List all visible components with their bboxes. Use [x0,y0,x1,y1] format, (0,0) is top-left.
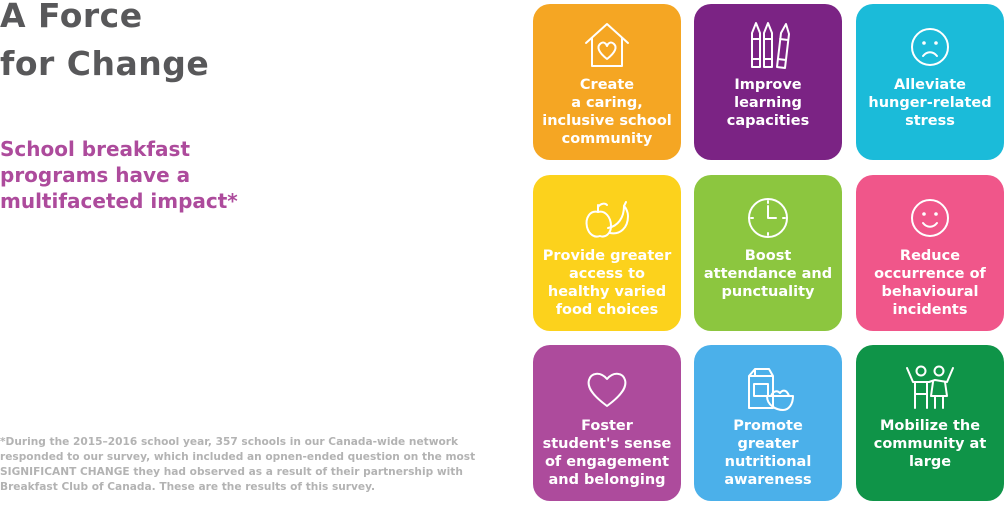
tile-label: Foster student's sense of engagement and… [542,418,672,488]
page-title: A Force for Change [0,0,209,88]
sad-face-icon [902,18,958,74]
tile-learning-capacities: Improve learning capacities [694,4,842,160]
subtitle-line: multifaceted impact* [0,189,238,213]
smiley-face-icon [902,189,958,245]
tile-label: Create a caring, inclusive school commun… [542,77,672,147]
survey-footnote: *During the 2015–2016 school year, 357 s… [0,436,476,493]
people-icon [902,359,958,415]
tile-label: Alleviate hunger-related stress [868,77,992,129]
milk-bowl-icon [740,359,796,415]
title-line: A Force [0,0,143,35]
tile-mobilize-community: Mobilize the community at large [856,345,1004,501]
tile-label: Promote greater nutritional awareness [724,418,812,488]
tile-label: Boost attendance and punctuality [703,248,833,300]
tile-label: Reduce occurrence of behavioural inciden… [874,248,986,318]
subtitle-line: programs have a [0,163,191,187]
page-subtitle: School breakfast programs have a multifa… [0,136,238,214]
tile-hunger-stress: Alleviate hunger-related stress [856,4,1004,160]
tile-nutritional-awareness: Promote greater nutritional awareness [694,345,842,501]
tile-caring-community: Create a caring, inclusive school commun… [533,4,681,160]
tile-engagement: Foster student's sense of engagement and… [533,345,681,501]
heart-icon [579,359,635,415]
tile-label: Mobilize the community at large [873,418,987,470]
title-line: for Change [0,44,210,83]
subtitle-line: School breakfast [0,137,190,161]
fruit-icon [579,189,635,245]
tile-label: Improve learning capacities [726,77,810,129]
tile-healthy-food: Provide greater access to healthy varied… [533,175,681,331]
tile-attendance: Boost attendance and punctuality [694,175,842,331]
tile-label: Provide greater access to healthy varied… [542,248,672,318]
crayons-icon [740,18,796,74]
clock-icon [740,189,796,245]
tile-behavioural-incidents: Reduce occurrence of behavioural inciden… [856,175,1004,331]
house-heart-icon [579,18,635,74]
